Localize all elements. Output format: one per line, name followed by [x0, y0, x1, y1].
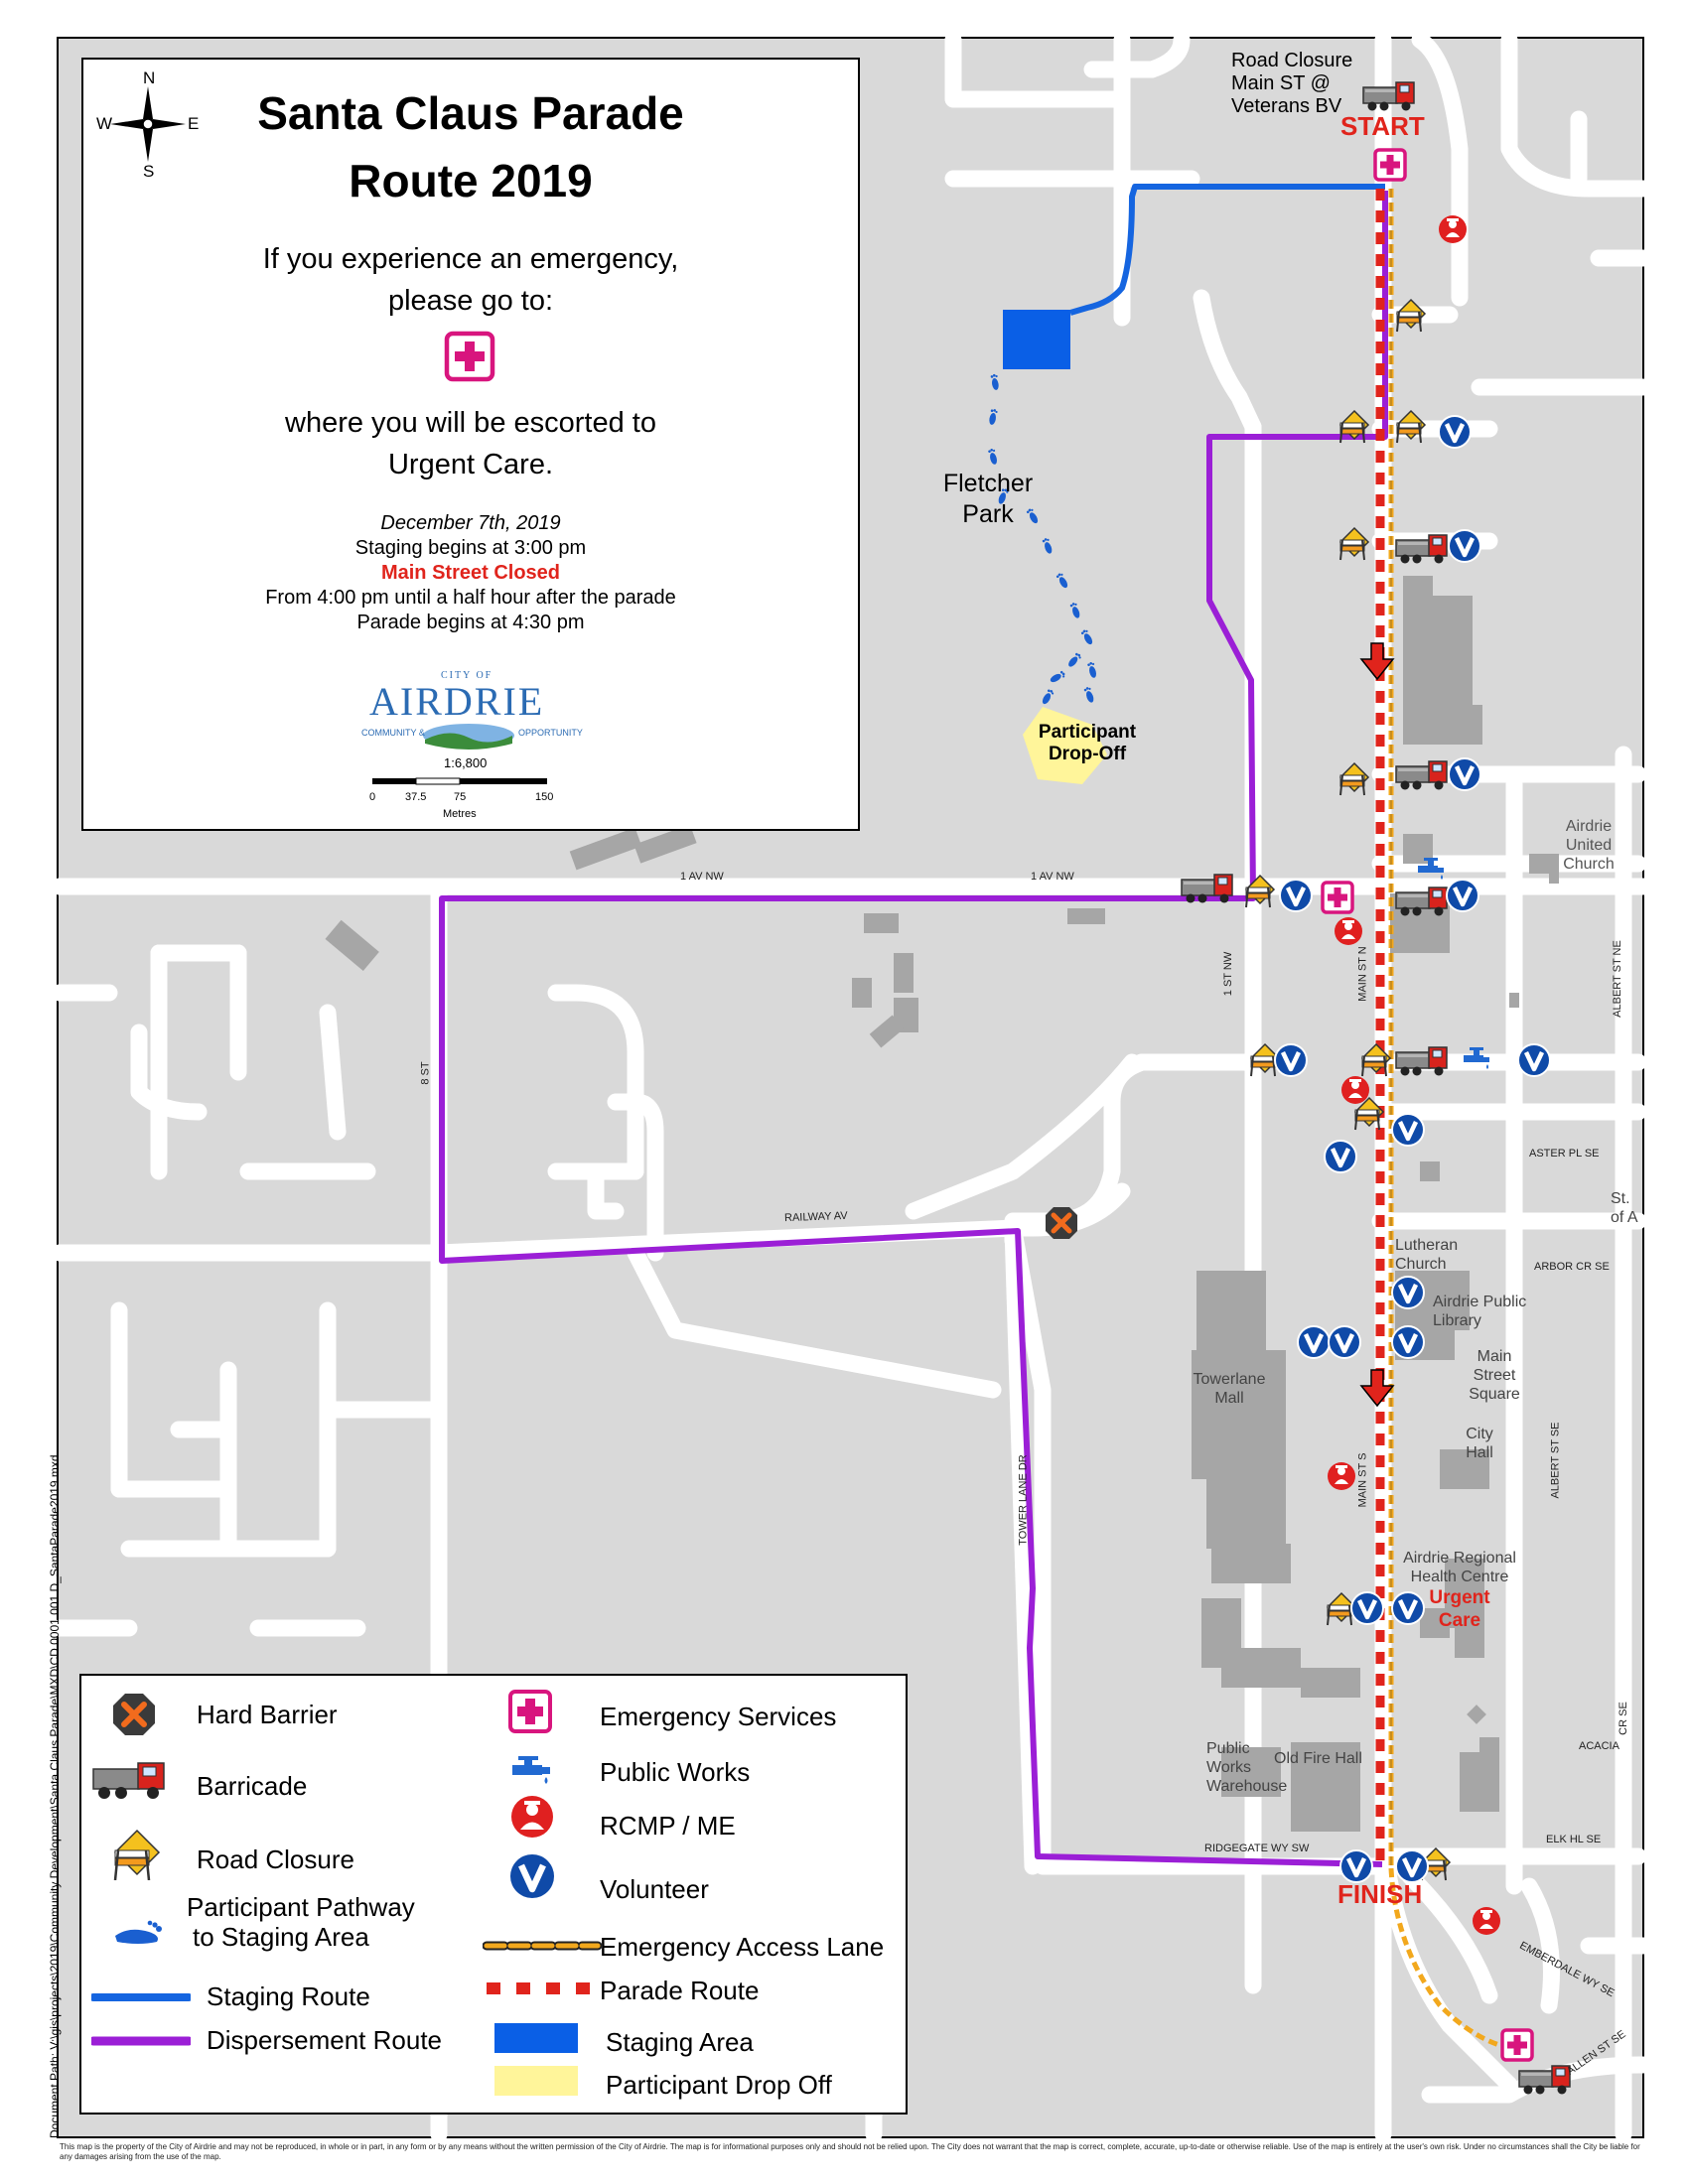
parade-route-line [487, 1982, 598, 1994]
street-label: ASTER PL SE [1529, 1148, 1600, 1160]
staging-area-swatch [494, 2023, 578, 2053]
dispersement-route-line [91, 2036, 191, 2046]
scale-tick: 150 [535, 791, 554, 803]
street-label: MAIN ST S [1356, 1452, 1369, 1508]
title-block: N S W E Santa Claus Parade Route 2019 If… [81, 58, 860, 831]
compass-icon [110, 86, 186, 162]
legend-parade-route: Parade Route [600, 1976, 760, 2005]
street-label: ALBERT ST NE [1611, 940, 1623, 1018]
public-works-icon [512, 1756, 550, 1784]
street-label: ELK HL SE [1546, 1834, 1602, 1845]
compass-rose: N S W E [96, 68, 200, 181]
scale-tick: 37.5 [405, 791, 427, 803]
scale-unit: Metres [443, 808, 477, 820]
staging-time: Staging begins at 3:00 pm [354, 537, 587, 559]
direction-arrow-north [1359, 642, 1395, 681]
emergency-cross-icon [508, 1690, 552, 1733]
staging-area [1003, 310, 1070, 369]
disclaimer: This map is the property of the City of … [60, 2142, 1640, 2161]
legend-participant-pathway: Participant Pathway to Staging Area [187, 1892, 415, 1952]
street-label: 1 AV NW [680, 871, 724, 883]
street-label: ARBOR CR SE [1534, 1261, 1610, 1273]
legend-rcmp: RCMP / ME [600, 1811, 736, 1841]
staging-route-line [91, 1993, 191, 2001]
scale-bar [372, 777, 547, 785]
street-label: RIDGEGATE WY SW [1204, 1843, 1310, 1854]
library-label: Airdrie Public Library [1433, 1294, 1527, 1329]
compass-s: S [143, 162, 155, 181]
street-label: CR SE [1617, 1702, 1629, 1735]
scale-tick: 0 [369, 791, 376, 803]
airdrie-logo: CITY OF AIRDRIE COMMUNITY & OPPORTUNITY [361, 670, 583, 750]
legend: Hard Barrier Barricade Road Closure Part… [79, 1674, 908, 2115]
emergency-lane-line [483, 1941, 602, 1951]
city-hall-label: City Hall [1466, 1426, 1493, 1461]
old-fire-hall-label: Old Fire Hall [1274, 1750, 1362, 1767]
compass-w: W [96, 114, 113, 133]
united-church-label: Airdrie United Church [1563, 818, 1615, 873]
main-street-closed: Main Street Closed [380, 562, 561, 584]
street-label: ALBERT ST SE [1549, 1422, 1562, 1499]
public-works-warehouse-label: Public Works Warehouse [1206, 1740, 1288, 1795]
direction-arrow-south [1359, 1369, 1395, 1408]
barricade-truck-icon [92, 1762, 165, 1799]
hard-barrier-icon [1046, 1207, 1077, 1239]
volunteer-icon [510, 1854, 554, 1898]
street-label: RAILWAY AV [783, 1209, 848, 1225]
legend-volunteer: Volunteer [600, 1874, 709, 1904]
main-street-square-label: Main Street Square [1469, 1348, 1520, 1403]
road-closure-note: Road Closure Main ST @ Veterans BV [1231, 50, 1353, 117]
legend-dispersement-route: Dispersement Route [207, 2025, 442, 2055]
street-label: TOWER LANE DR [1017, 1454, 1030, 1546]
legend-dropoff: Participant Drop Off [606, 2070, 832, 2100]
footprint-icon [115, 1920, 162, 1944]
legend-road-closure: Road Closure [197, 1844, 354, 1874]
participant-dropoff-label: Participant Drop-Off [1038, 722, 1137, 764]
escort-instructions: where you will be escorted to Urgent Car… [285, 407, 656, 480]
lutheran-church-label: Lutheran Church [1395, 1237, 1459, 1273]
compass-n: N [143, 68, 156, 87]
street-label: 1 ST NW [1222, 951, 1235, 997]
event-date: December 7th, 2019 [380, 512, 561, 534]
rcmp-icon [511, 1796, 553, 1838]
legend-staging-route: Staging Route [207, 1981, 370, 2011]
emergency-cross-icon [444, 331, 495, 382]
staging-route [1069, 184, 1385, 316]
legend-public-works: Public Works [600, 1757, 751, 1787]
health-centre-label: Airdrie Regional Health Centre [1403, 1550, 1516, 1585]
street-label: 1 AV NW [1031, 871, 1074, 883]
fletcher-park-label: Fletcher Park [942, 470, 1034, 528]
legend-hard-barrier: Hard Barrier [197, 1700, 338, 1729]
dispersement-route [439, 191, 1388, 1867]
buildings [325, 576, 1559, 1832]
road-closure-icon [113, 1829, 161, 1880]
start-label: START [1340, 111, 1425, 141]
urgent-care-label: Urgent Care [1429, 1587, 1490, 1631]
participant-dropoff-area [1023, 707, 1107, 784]
scale-ratio: 1:6,800 [444, 755, 488, 770]
compass-e: E [188, 114, 200, 133]
scale-tick: 75 [454, 791, 467, 803]
emergency-access-lane-south [1388, 1867, 1500, 2048]
street-label: ACACIA [1579, 1740, 1619, 1752]
event-details: December 7th, 2019 Staging begins at 3:0… [83, 511, 858, 635]
street-label: MAIN ST N [1356, 946, 1369, 1002]
street-label: 8 ST [419, 1061, 432, 1085]
parade-begins: Parade begins at 4:30 pm [356, 612, 585, 633]
finish-label: FINISH [1337, 1879, 1423, 1909]
legend-emergency-lane: Emergency Access Lane [600, 1932, 885, 1962]
towerlane-mall-label: Towerlane Mall [1193, 1371, 1266, 1407]
emergency-instructions: If you experience an emergency, please g… [262, 243, 679, 317]
map-title: Santa Claus Parade Route 2019 [257, 87, 684, 206]
hard-barrier-icon [113, 1694, 155, 1735]
logo-landscape-icon [423, 724, 514, 750]
road-network [51, 31, 1652, 2143]
legend-barricade: Barricade [197, 1771, 308, 1801]
legend-emergency-services: Emergency Services [600, 1702, 837, 1731]
legend-staging-area: Staging Area [606, 2027, 754, 2057]
document-path: Document Path: V:\gis\projects\2019\Comm… [48, 1454, 62, 2138]
closure-time: From 4:00 pm until a half hour after the… [265, 587, 676, 609]
st-partial-label: St. of A [1611, 1190, 1638, 1226]
dropoff-swatch [494, 2066, 578, 2096]
